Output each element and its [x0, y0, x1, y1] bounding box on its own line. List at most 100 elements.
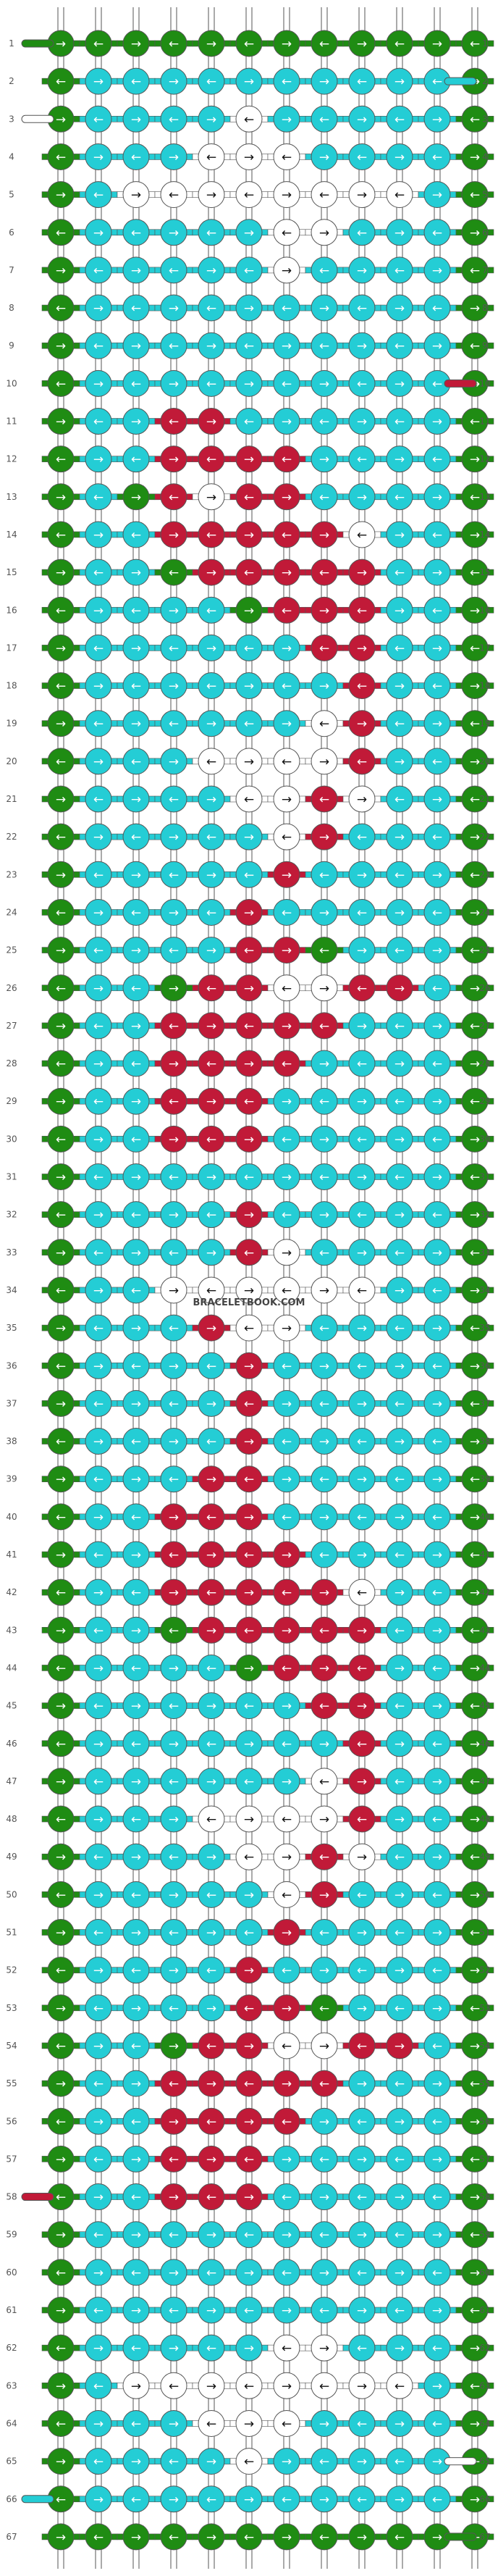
knot: ←	[380, 483, 419, 511]
knot: ←	[79, 105, 118, 133]
row-label-right: 36	[479, 1360, 490, 1371]
knot: ←	[79, 30, 118, 57]
knot: ←	[342, 2107, 381, 2135]
arrow-right-icon: →	[357, 1321, 367, 1336]
arrow-left-icon: ←	[206, 1737, 216, 1752]
knot: →	[117, 1843, 156, 1870]
arrow-right-icon: →	[357, 1699, 367, 1714]
arrow-right-icon: →	[357, 2379, 367, 2393]
arrow-left-icon: ←	[56, 528, 66, 543]
knot: →	[79, 1201, 118, 1229]
knot: →	[455, 2485, 494, 2513]
arrow-right-icon: →	[131, 2152, 141, 2167]
knot: →	[229, 67, 269, 95]
arrow-right-icon: →	[244, 1359, 254, 1373]
arrow-left-icon: ←	[93, 188, 104, 203]
knot: ←	[380, 1616, 419, 1644]
arrow-right-icon: →	[93, 906, 104, 920]
arrow-left-icon: ←	[357, 226, 367, 241]
knot: ←	[192, 748, 231, 775]
knot: →	[154, 2409, 193, 2437]
arrow-right-icon: →	[206, 1850, 216, 1865]
knot: →	[154, 672, 193, 700]
knot: ←	[117, 1805, 156, 1833]
string-end-cap	[444, 379, 477, 388]
row-label-right: 29	[479, 1096, 490, 1106]
arrow-right-icon: →	[357, 1775, 367, 1789]
arrow-right-icon: →	[93, 1359, 104, 1373]
arrow-left-icon: ←	[244, 1623, 254, 1638]
arrow-right-icon: →	[244, 982, 254, 996]
arrow-right-icon: →	[244, 755, 254, 769]
knot: ←	[79, 2145, 118, 2173]
knot: →	[455, 1352, 494, 1379]
knot: ←	[342, 1730, 381, 1757]
knot: ←	[305, 1163, 344, 1190]
arrow-left-icon: ←	[282, 906, 292, 920]
knot: ←	[192, 1201, 231, 1229]
arrow-right-icon: →	[470, 1661, 480, 1676]
knot: ←	[117, 2485, 156, 2513]
knot: ←	[342, 1805, 381, 1833]
knot: →	[117, 1768, 156, 1795]
arrow-right-icon: →	[93, 75, 104, 89]
arrow-left-icon: ←	[282, 150, 292, 164]
arrow-left-icon: ←	[432, 603, 442, 618]
knot: ←	[192, 1730, 231, 1757]
knot: →	[418, 2070, 457, 2097]
knot: ←	[117, 1352, 156, 1379]
row-label-right: 34	[479, 1285, 490, 1295]
arrow-right-icon: →	[131, 641, 141, 656]
arrow-right-icon: →	[432, 188, 442, 203]
knot: ←	[455, 1919, 494, 1946]
knot: ←	[229, 1087, 269, 1115]
arrow-left-icon: ←	[206, 1284, 216, 1298]
knot: →	[267, 1541, 306, 1568]
arrow-left-icon: ←	[131, 603, 141, 618]
string-end-cap	[444, 2457, 477, 2466]
knot: ←	[41, 369, 80, 397]
knot: →	[192, 181, 231, 209]
arrow-left-icon: ←	[319, 1473, 329, 1487]
row-label-right: 30	[479, 1134, 490, 1144]
arrow-left-icon: ←	[282, 2493, 292, 2507]
row-label-right: 47	[479, 1776, 490, 1786]
knot: ←	[455, 1087, 494, 1115]
arrow-left-icon: ←	[432, 75, 442, 89]
knot: →	[267, 2145, 306, 2173]
row-label-right: 67	[479, 2532, 490, 2542]
knot: →	[117, 256, 156, 284]
arrow-right-icon: →	[470, 1888, 480, 1902]
knot: ←	[267, 1125, 306, 1153]
knot: →	[267, 30, 306, 57]
row-label-left: 13	[6, 492, 17, 502]
knot: →	[229, 2334, 269, 2362]
knot: →	[117, 1919, 156, 1946]
arrow-right-icon: →	[56, 566, 66, 580]
arrow-right-icon: →	[206, 641, 216, 656]
arrow-right-icon: →	[432, 2530, 442, 2545]
knot: ←	[79, 1012, 118, 1040]
row-label-left: 27	[6, 1021, 17, 1031]
knot: ←	[192, 1125, 231, 1153]
knot: →	[154, 2334, 193, 2362]
arrow-right-icon: →	[131, 1850, 141, 1865]
arrow-right-icon: →	[357, 717, 367, 732]
arrow-left-icon: ←	[206, 830, 216, 845]
arrow-left-icon: ←	[131, 377, 141, 391]
arrow-left-icon: ←	[244, 415, 254, 430]
arrow-left-icon: ←	[282, 528, 292, 543]
knot: →	[342, 1389, 381, 1417]
knot: →	[342, 408, 381, 435]
knot: ←	[380, 1163, 419, 1190]
arrow-right-icon: →	[206, 717, 216, 732]
arrow-left-icon: ←	[319, 1926, 329, 1941]
knot: ←	[455, 256, 494, 284]
knot: ←	[117, 823, 156, 850]
knot: ←	[305, 1994, 344, 2022]
arrow-left-icon: ←	[244, 1095, 254, 1109]
arrow-right-icon: →	[470, 1057, 480, 1071]
knot: →	[267, 937, 306, 964]
knot: →	[154, 974, 193, 1002]
arrow-left-icon: ←	[56, 906, 66, 920]
